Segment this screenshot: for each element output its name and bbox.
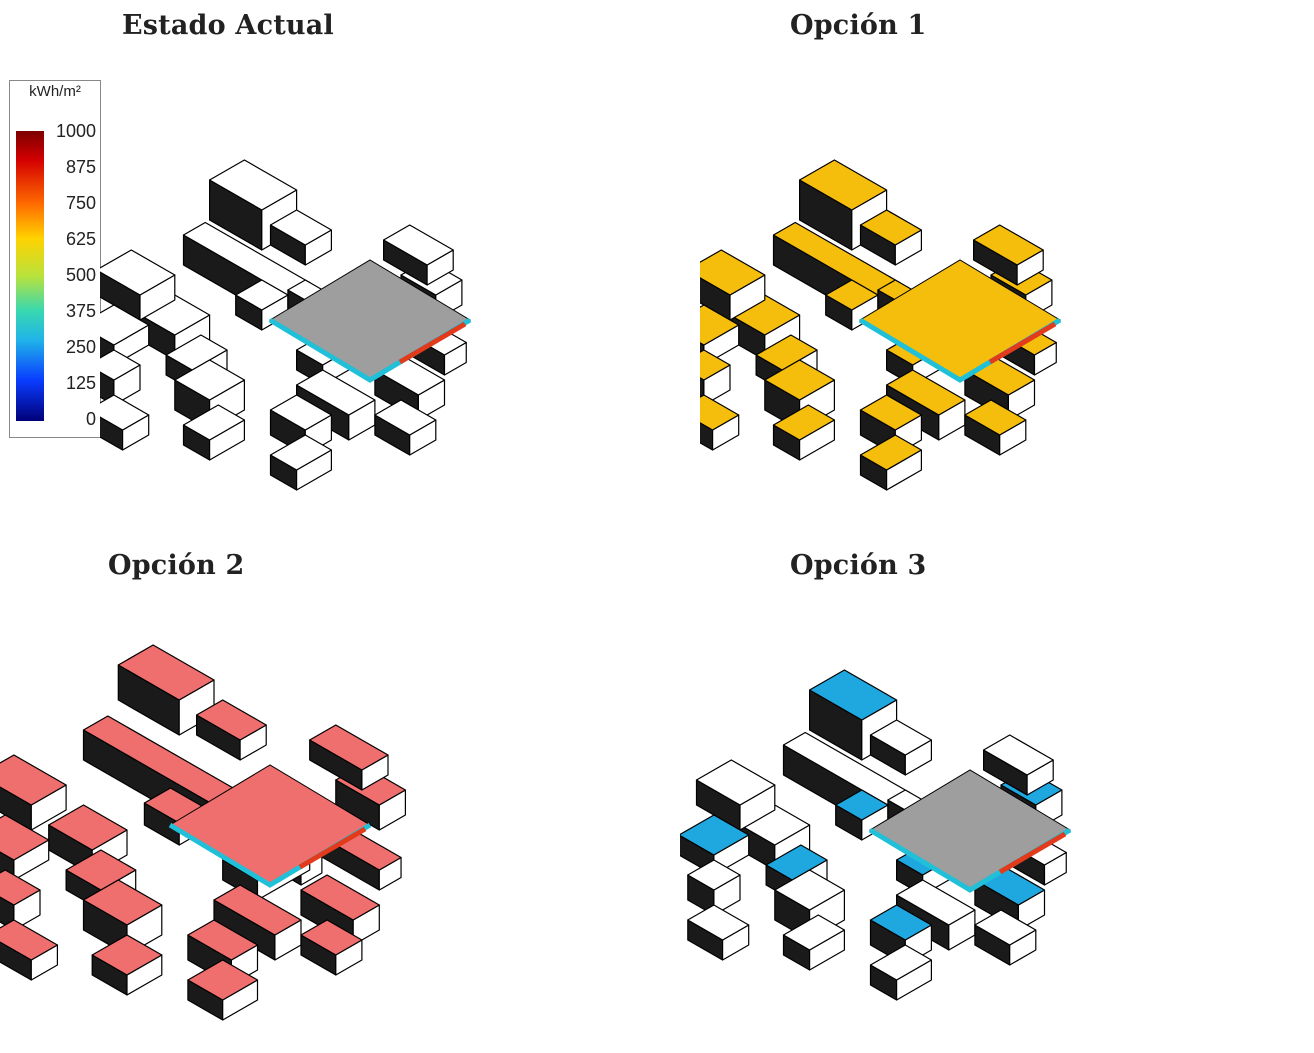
map-opcion-2 [0, 644, 406, 1021]
building-opcion-2 [48, 804, 128, 851]
legend-tick: 375 [65, 301, 96, 321]
building-opcion-3 [687, 904, 750, 941]
legend-tick: 250 [65, 337, 96, 357]
panel-title-opcion-2: Opción 2 [108, 550, 245, 581]
building-opcion-3 [869, 904, 932, 941]
legend-unit-label: kWh/m² [29, 83, 81, 100]
building-existing [165, 334, 228, 371]
building-opcion-3 [695, 759, 776, 806]
building-opcion-2 [0, 919, 59, 961]
legend-tick: 0 [85, 409, 96, 429]
building-opcion-2 [187, 919, 259, 961]
building-opcion-3 [869, 944, 932, 981]
target-block-high-irradiance-edge [298, 826, 367, 870]
building-opcion-2 [300, 919, 363, 956]
building-opcion-3 [983, 734, 1054, 776]
legend-tick: 500 [65, 265, 96, 285]
building-opcion-1 [764, 359, 835, 401]
building-opcion-1 [859, 394, 922, 431]
building-opcion-2 [213, 884, 302, 936]
building-existing [383, 224, 454, 266]
building-opcion-1 [886, 369, 966, 416]
building-existing [269, 209, 332, 246]
building-opcion-2 [196, 699, 267, 741]
legend-tick: 125 [65, 373, 96, 393]
building-opcion-2 [82, 879, 163, 926]
building-opcion-1 [798, 159, 888, 211]
building-opcion-2 [91, 934, 163, 976]
building-opcion-3 [974, 909, 1037, 946]
target-block-high-irradiance-edge [988, 321, 1057, 365]
building-opcion-2 [309, 724, 389, 771]
building-existing [296, 369, 376, 416]
legend-tick: 1000 [55, 121, 96, 141]
building-opcion-3 [869, 719, 932, 756]
map-opcion-3 [680, 669, 1072, 1001]
building-opcion-1 [772, 404, 835, 441]
building-opcion-1 [859, 434, 922, 471]
building-opcion-2 [0, 869, 41, 906]
building-opcion-3 [687, 859, 741, 891]
building-opcion-2 [300, 874, 380, 921]
building-opcion-2 [117, 644, 215, 701]
panel-title-opcion-3: Opción 3 [790, 550, 927, 581]
building-opcion-1 [973, 224, 1044, 266]
building-opcion-3 [896, 879, 976, 926]
building-opcion-1 [700, 304, 740, 346]
panel-title-estado-actual: Estado Actual [122, 10, 334, 41]
target-block-high-irradiance-edge [998, 831, 1067, 875]
target-block-high-irradiance-edge [398, 321, 467, 365]
building-opcion-3 [680, 814, 750, 856]
building-existing [100, 394, 150, 431]
building-opcion-1 [755, 334, 818, 371]
building-opcion-3 [765, 844, 828, 881]
building-opcion-1 [964, 399, 1027, 436]
building-opcion-1 [700, 249, 766, 296]
building-opcion-1 [700, 394, 740, 431]
building-opcion-2 [0, 814, 50, 861]
building-existing [208, 159, 298, 211]
building-opcion-3 [782, 914, 845, 951]
legend-tick: 750 [65, 193, 96, 213]
building-existing [100, 249, 176, 296]
building-opcion-1 [859, 209, 922, 246]
building-existing [100, 349, 141, 381]
legend-color-ramp [16, 131, 44, 421]
legend-tick: 875 [65, 157, 96, 177]
panel-title-opcion-1: Opción 1 [790, 10, 927, 41]
building-opcion-2 [187, 959, 259, 1001]
map-estado-actual [100, 159, 472, 491]
building-opcion-2 [0, 754, 67, 806]
building-existing [374, 399, 437, 436]
color-legend: kWh/m² 1000 875 750 625 500 375 250 125 … [9, 80, 101, 438]
building-opcion-3 [809, 669, 898, 721]
map-opcion-1 [700, 159, 1062, 491]
building-opcion-3 [774, 869, 845, 911]
building-existing [182, 404, 245, 441]
building-existing [269, 394, 332, 431]
building-existing [174, 359, 245, 401]
building-opcion-1 [700, 349, 731, 381]
legend-tick: 625 [65, 229, 96, 249]
building-existing [100, 304, 150, 346]
building-existing [269, 434, 332, 471]
